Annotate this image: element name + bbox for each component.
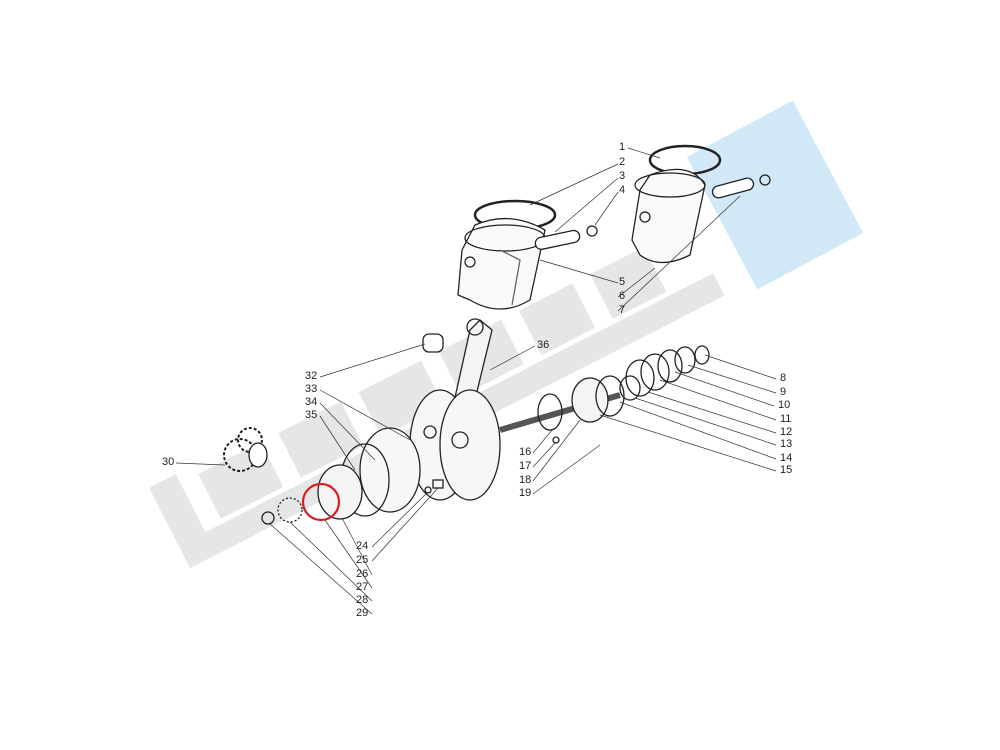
callout-34: 34 bbox=[305, 396, 318, 408]
callout-9: 9 bbox=[780, 386, 787, 398]
callout-15: 15 bbox=[780, 464, 793, 476]
callout-5: 5 bbox=[619, 276, 626, 288]
leader-lines bbox=[175, 147, 777, 615]
highlight-circle bbox=[301, 482, 341, 522]
callout-30: 30 bbox=[162, 456, 175, 468]
callout-2: 2 bbox=[619, 156, 626, 168]
callout-29: 29 bbox=[356, 607, 369, 619]
callout-27: 27 bbox=[356, 581, 369, 593]
callout-12: 12 bbox=[780, 426, 793, 438]
pinion-gear bbox=[277, 497, 303, 523]
callout-8: 8 bbox=[780, 372, 787, 384]
callout-36: 36 bbox=[537, 339, 550, 351]
callout-19: 19 bbox=[519, 487, 532, 499]
bearing-16 bbox=[537, 393, 563, 431]
callout-17: 17 bbox=[519, 460, 532, 472]
nut bbox=[261, 511, 275, 525]
callout-6: 6 bbox=[619, 290, 626, 302]
callout-4: 4 bbox=[619, 184, 626, 196]
piston-pin-left bbox=[534, 225, 598, 250]
oil-seal-housing bbox=[359, 427, 421, 513]
bearing-19 bbox=[571, 377, 609, 423]
gear-30 bbox=[223, 427, 268, 472]
bearing-left bbox=[317, 464, 363, 520]
crankshaft bbox=[409, 389, 621, 501]
callout-28: 28 bbox=[356, 594, 369, 606]
callout-24: 24 bbox=[356, 540, 369, 552]
callout-35: 35 bbox=[305, 409, 318, 421]
callout-16: 16 bbox=[519, 446, 532, 458]
callout-32: 32 bbox=[305, 370, 318, 382]
callout-10: 10 bbox=[778, 399, 791, 411]
callout-25: 25 bbox=[356, 554, 369, 566]
callout-1: 1 bbox=[619, 141, 626, 153]
crank-end-parts bbox=[625, 345, 710, 397]
piston-right bbox=[631, 144, 722, 264]
callout-13: 13 bbox=[780, 438, 793, 450]
callout-14: 14 bbox=[780, 452, 793, 464]
callout-18: 18 bbox=[519, 474, 532, 486]
small-end-bush bbox=[422, 333, 444, 353]
callout-7: 7 bbox=[619, 304, 626, 316]
piston-left bbox=[457, 199, 557, 310]
callout-3: 3 bbox=[619, 170, 626, 182]
callout-26: 26 bbox=[356, 568, 369, 580]
callout-11: 11 bbox=[780, 413, 792, 425]
callout-33: 33 bbox=[305, 383, 318, 395]
piston-pin-right bbox=[711, 174, 771, 199]
